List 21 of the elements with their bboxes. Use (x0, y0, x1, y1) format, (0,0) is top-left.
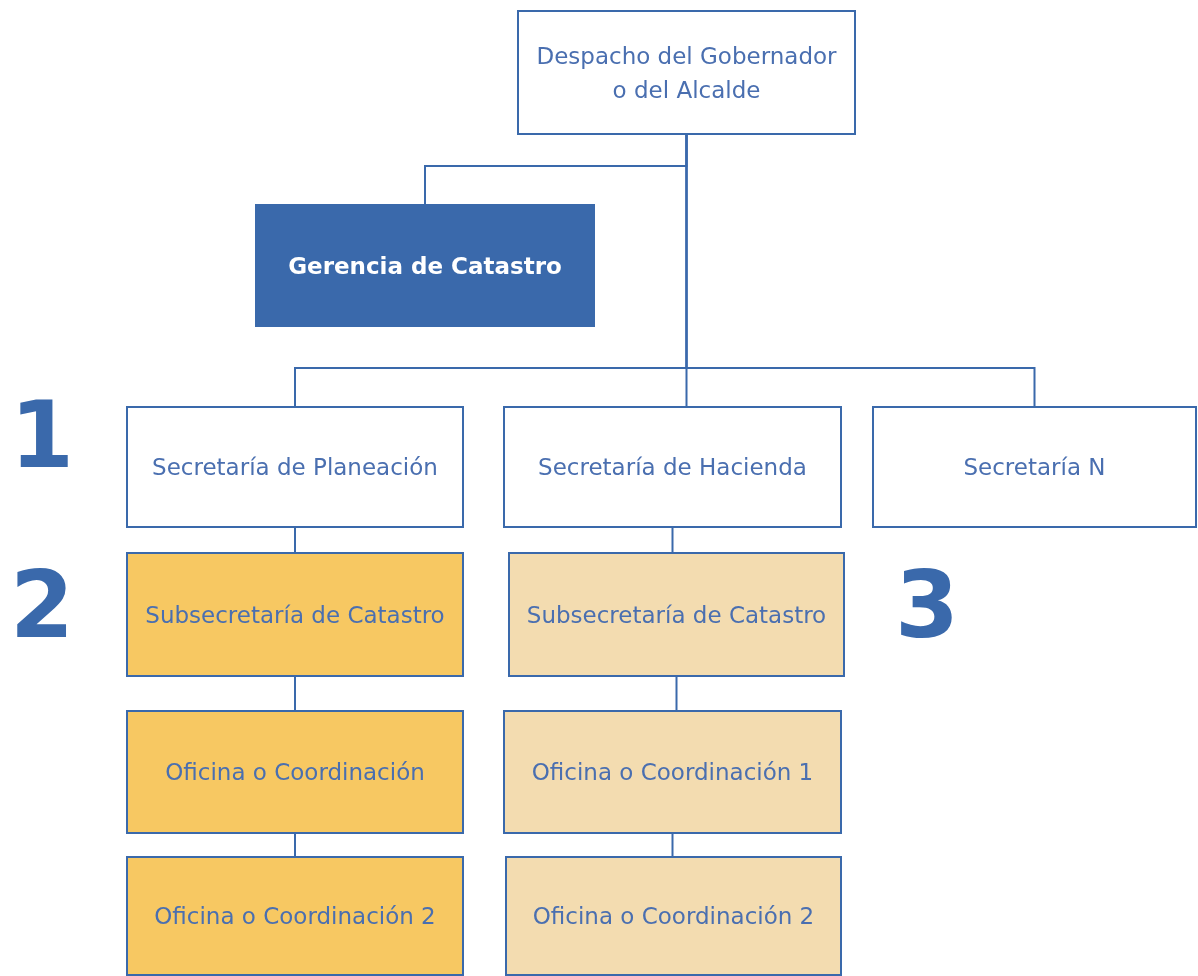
connector-line (685, 134, 1036, 407)
org-box: Gerencia de Catastro (255, 204, 595, 327)
org-box: Despacho del Gobernador o del Alcalde (517, 10, 856, 135)
connector-line (675, 676, 678, 711)
org-box: Secretaría de Planeación (126, 406, 464, 528)
org-box: Oficina o Coordinación 2 (126, 856, 464, 976)
org-box: Oficina o Coordinación 2 (505, 856, 842, 976)
org-box: Oficina o Coordinación (126, 710, 464, 834)
level-number: 3 (895, 560, 959, 652)
connector-line (671, 527, 674, 553)
org-box: Oficina o Coordinación 1 (503, 710, 842, 834)
level-number: 2 (10, 560, 74, 652)
org-box: Secretaría N (872, 406, 1197, 528)
level-number: 1 (10, 390, 74, 482)
connector-line (294, 833, 296, 857)
connector-line (294, 676, 296, 711)
connector-line (671, 833, 674, 857)
org-box: Subsecretaría de Catastro (508, 552, 845, 677)
org-box: Subsecretaría de Catastro (126, 552, 464, 677)
org-box: Secretaría de Hacienda (503, 406, 842, 528)
connector-line (294, 527, 296, 553)
